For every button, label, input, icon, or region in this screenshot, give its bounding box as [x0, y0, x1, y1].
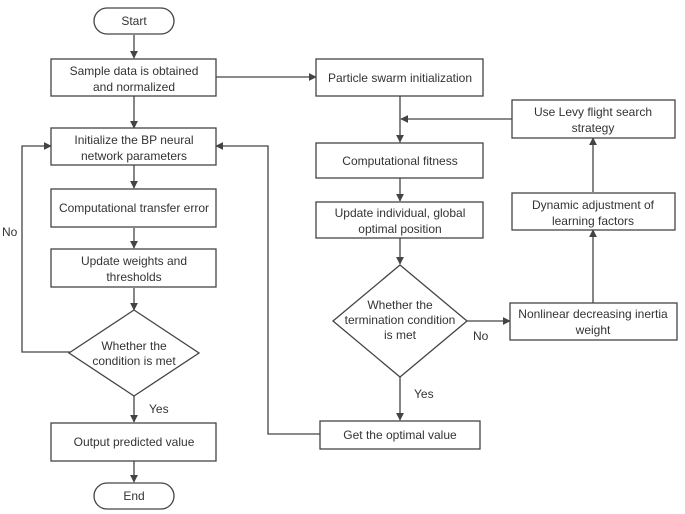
node-condition-met-line1: Whether the [101, 339, 167, 353]
edge-condition-no-loop [21, 142, 70, 353]
node-update-position-line2: optimal position [358, 222, 441, 236]
node-sample-data-line2: and normalized [93, 80, 175, 94]
node-inertia-line2: weight [575, 323, 611, 337]
node-optimal-value: Get the optimal value [319, 420, 481, 450]
node-output-value: Output predicted value [50, 422, 217, 462]
node-termination: Whether the termination condition is met [331, 264, 469, 378]
node-end-label: End [123, 489, 144, 503]
edges [21, 35, 597, 483]
edge-label-yes-right: Yes [414, 387, 434, 401]
node-update-position: Update individual, global optimal positi… [315, 201, 484, 239]
node-transfer-error: Computational transfer error [50, 188, 217, 228]
node-condition-met: Whether the condition is met [67, 309, 201, 397]
node-inertia-line1: Nonlinear decreasing inertia [518, 307, 668, 321]
node-end: End [93, 482, 175, 510]
node-condition-met-line2: condition is met [92, 354, 176, 368]
node-learning-factors-line1: Dynamic adjustment of [532, 198, 655, 212]
node-levy-line1: Use Levy flight search [534, 105, 652, 119]
edge-label-no-left: No [2, 225, 18, 239]
node-levy-line2: strategy [572, 121, 615, 135]
node-start-label: Start [121, 14, 147, 28]
edge-label-yes-left: Yes [149, 402, 169, 416]
node-pso-init-label: Particle swarm initialization [328, 71, 472, 85]
node-output-value-label: Output predicted value [74, 435, 195, 449]
node-transfer-error-label: Computational transfer error [59, 201, 209, 215]
node-update-weights-line2: thresholds [106, 270, 161, 284]
node-termination-line2: termination condition [345, 313, 456, 327]
node-update-weights: Update weights and thresholds [50, 248, 217, 288]
node-update-position-line1: Update individual, global [335, 206, 466, 220]
node-pso-init: Particle swarm initialization [315, 58, 484, 97]
node-inertia: Nonlinear decreasing inertia weight [509, 302, 678, 341]
node-termination-line1: Whether the [367, 298, 433, 312]
node-fitness-label: Computational fitness [342, 154, 457, 168]
node-sample-data: Sample data is obtained and normalized [50, 58, 217, 97]
node-init-bp: Initialize the BP neural network paramet… [50, 127, 217, 166]
edge-optimal-to-init-bp [215, 142, 320, 435]
node-optimal-value-label: Get the optimal value [343, 428, 457, 442]
node-learning-factors-line2: learning factors [552, 214, 634, 228]
node-levy: Use Levy flight search strategy [511, 99, 676, 139]
node-learning-factors: Dynamic adjustment of learning factors [511, 192, 676, 231]
node-sample-data-line1: Sample data is obtained [70, 64, 199, 78]
node-start: Start [93, 7, 175, 35]
node-termination-line3: is met [384, 328, 417, 342]
node-init-bp-line2: network parameters [81, 149, 187, 163]
node-fitness: Computational fitness [315, 142, 484, 179]
node-init-bp-line1: Initialize the BP neural [74, 133, 193, 147]
edge-label-no-right: No [473, 329, 489, 343]
node-update-weights-line1: Update weights and [81, 254, 187, 268]
